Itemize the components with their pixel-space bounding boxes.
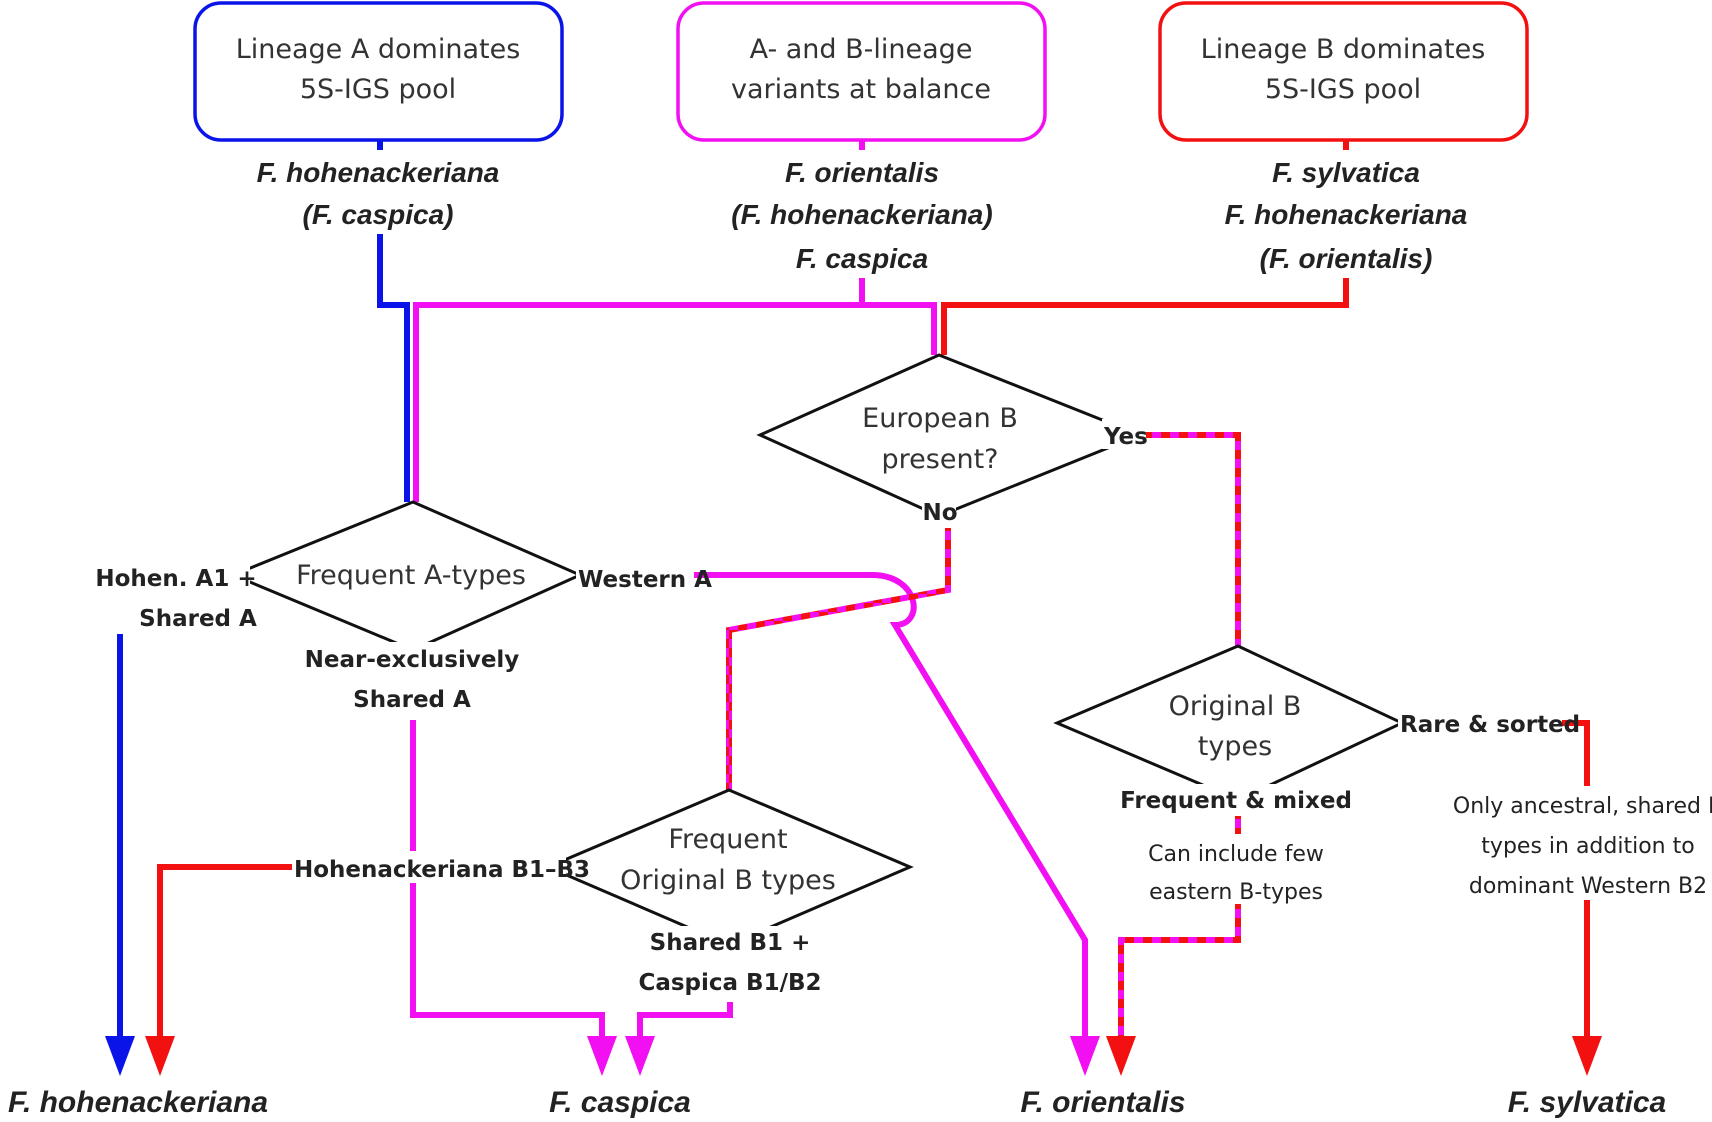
decision-frequent-orig-b-line1: Frequent [668, 824, 787, 855]
label-hohen-a1: Hohen. A1 + [95, 566, 256, 592]
note-can-include: Can include few [1148, 842, 1324, 867]
label-hohen-b1-b3-bg [292, 851, 566, 883]
species-a-1: F. hohenackeriana [257, 157, 500, 188]
label-western-a-bg [576, 560, 694, 592]
box-balance-line1: A- and B-lineage [750, 34, 973, 65]
arrowhead-hohen-blue [105, 1036, 135, 1076]
label-yes: Yes [1103, 424, 1148, 450]
note-eastern-b-types: eastern B-types [1149, 880, 1323, 905]
label-hohen-a-bg [100, 556, 250, 634]
label-rare-sorted-bg [1398, 707, 1562, 739]
decision-european-b [756, 353, 1145, 518]
line-hohen-a-outcome [117, 570, 193, 1040]
species-b-bg [1205, 150, 1485, 278]
outcome-caspica: F. caspica [549, 1086, 691, 1119]
line-yes-to-original-b [1142, 432, 1241, 646]
decision-european-b-line2: present? [882, 444, 999, 475]
decision-frequent-a-line1: Frequent A-types [296, 560, 526, 591]
arrowhead-orientalis-magenta [1070, 1036, 1100, 1076]
note-types-in-addition: types in addition to [1481, 834, 1694, 859]
species-balance-bg [715, 150, 1010, 278]
box-lineage-a-line2: 5S-IGS pool [300, 74, 456, 105]
label-yes-bg [1102, 419, 1146, 449]
line-hohen-b-outcome [157, 864, 295, 1040]
decision-european-b-line1: European B [862, 403, 1018, 434]
label-near-exclusively: Near-exclusively [305, 647, 520, 673]
box-lineage-b-line1: Lineage B dominates [1201, 34, 1486, 65]
line-no-to-frequent-orig-b [726, 526, 951, 792]
decision-original-b-line1: Original B [1169, 691, 1302, 722]
arrowhead-caspica-2 [625, 1036, 655, 1076]
label-shared-b1-bg [652, 926, 812, 1002]
label-no-bg [922, 496, 956, 528]
label-western-a: Western A [578, 567, 712, 593]
species-b-1: F. sylvatica [1272, 157, 1420, 188]
note-dominant-western-b2: dominant Western B2 [1469, 874, 1707, 899]
arrowhead-hohen-red [145, 1036, 175, 1076]
label-frequent-mixed-bg [1130, 784, 1342, 816]
outcome-orientalis: F. orientalis [1020, 1086, 1185, 1119]
arrowhead-sylvatica [1572, 1036, 1602, 1076]
species-balance-3: F. caspica [796, 243, 928, 274]
box-lineage-b-line2: 5S-IGS pool [1265, 74, 1421, 105]
species-b-3: (F. orientalis) [1260, 243, 1433, 274]
decision-frequent-orig-b-line2: Original B types [620, 865, 836, 896]
outcome-hohenackeriana: F. hohenackeriana [8, 1086, 268, 1119]
box-lineage-a-line1: Lineage A dominates [236, 34, 521, 65]
species-a-bg [240, 150, 520, 234]
label-shared-a-left: Shared A [139, 606, 257, 632]
label-frequent-mixed: Frequent & mixed [1120, 788, 1352, 814]
label-near-exclusive-bg [315, 642, 511, 716]
arrowhead-caspica-1 [587, 1036, 617, 1076]
label-caspica-b1-b2: Caspica B1/B2 [638, 970, 821, 996]
label-hohen-b1-b3: Hohenackeriana B1–B3 [294, 857, 590, 883]
decision-original-b-line2: types [1198, 731, 1272, 762]
arrowhead-orientalis-red [1106, 1036, 1136, 1076]
label-shared-a-bottom: Shared A [353, 687, 471, 713]
species-balance-2: (F. hohenackeriana) [731, 199, 992, 230]
label-shared-b1: Shared B1 + [650, 930, 811, 956]
species-b-2: F. hohenackeriana [1225, 199, 1468, 230]
note-eastern-b-bg [1148, 834, 1326, 904]
species-a-2: (F. caspica) [303, 199, 454, 230]
note-ancestral-bg [1460, 786, 1712, 900]
outcome-sylvatica: F. sylvatica [1508, 1086, 1666, 1119]
note-only-ancestral: Only ancestral, shared B [1453, 794, 1712, 819]
label-no: No [922, 500, 957, 526]
line-balance-to-european [862, 302, 937, 355]
box-balance [676, 1, 1047, 142]
line-western-a-to-orientalis [690, 572, 1088, 1040]
label-rare-sorted: Rare & sorted [1400, 712, 1580, 738]
box-lineage-b [1158, 1, 1529, 142]
box-lineage-a [193, 1, 564, 142]
line-rare-sorted-to-sylvatica [1562, 720, 1590, 1040]
species-balance-1: F. orientalis [785, 157, 939, 188]
box-balance-line2: variants at balance [731, 74, 991, 105]
decision-original-b [1053, 644, 1406, 802]
